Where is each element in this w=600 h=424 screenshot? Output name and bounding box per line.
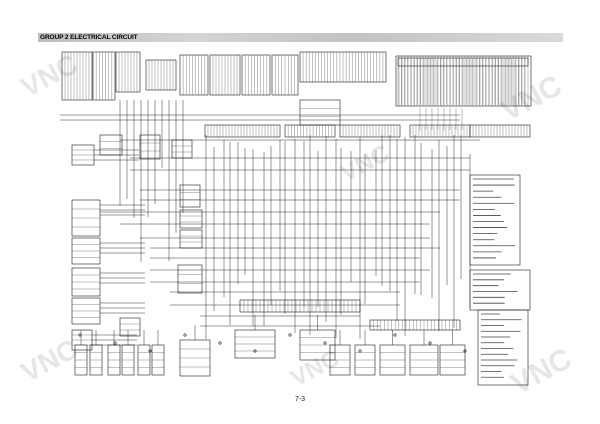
junction-dot	[358, 349, 362, 353]
component-block	[99, 134, 123, 156]
junction-dot	[428, 341, 432, 345]
component-block	[177, 264, 203, 294]
connector-block	[179, 54, 209, 96]
component-block	[299, 99, 341, 126]
connector-row	[204, 124, 281, 138]
component-block	[179, 184, 201, 208]
right-legend-table	[477, 309, 529, 386]
junction-dot	[148, 349, 152, 353]
junction-dot	[288, 333, 292, 337]
connector-row	[369, 319, 461, 331]
junction-dot	[183, 333, 187, 337]
section-header-bar	[38, 33, 563, 42]
page-number: 7-3	[294, 396, 306, 403]
component-block	[179, 229, 203, 249]
right-terminal-table	[469, 269, 531, 311]
junction-dot	[463, 349, 467, 353]
section-title: GROUP 2 ELECTRICAL CIRCUIT	[40, 34, 138, 41]
connector-block	[395, 55, 532, 107]
component-block	[139, 134, 161, 160]
connector-block	[241, 54, 271, 96]
component-block	[171, 139, 193, 159]
connector-block	[92, 51, 116, 101]
junction-dot	[218, 341, 222, 345]
component-block	[179, 209, 203, 229]
junction-dot	[323, 341, 327, 345]
junction-dot	[393, 333, 397, 337]
component-block	[119, 317, 141, 337]
